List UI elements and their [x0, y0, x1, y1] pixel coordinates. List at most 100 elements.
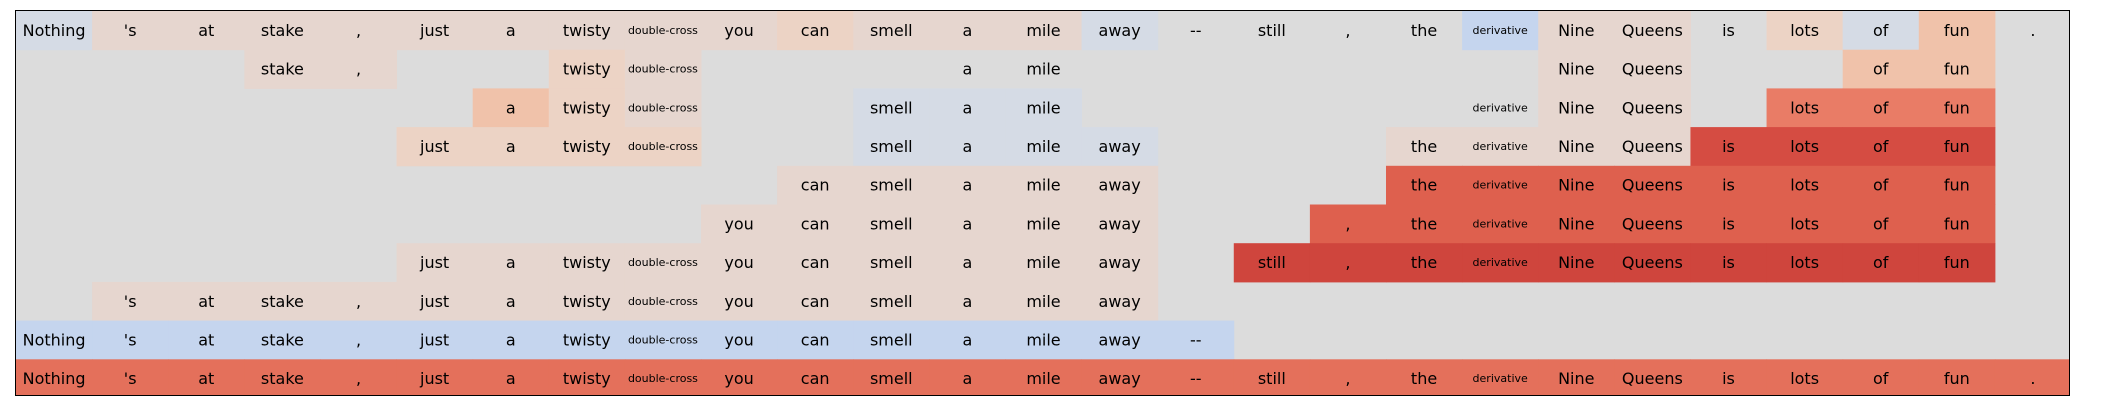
heat-cell-r4-c20 — [1538, 165, 1615, 205]
heat-cell-r2-c23 — [1766, 88, 1844, 128]
heat-cell-r9-c21 — [1614, 359, 1691, 395]
token-label-r1-c24: of — [1873, 60, 1889, 79]
token-label-r7-c2: at — [198, 292, 214, 311]
token-label-r0-c20: Nine — [1558, 21, 1594, 40]
heat-cell-r8-c5 — [396, 320, 474, 360]
token-label-r9-c3: stake — [261, 369, 304, 388]
token-label-r9-c14: away — [1099, 369, 1141, 388]
heat-cell-r0-c3 — [244, 11, 321, 51]
token-label-r2-c23: lots — [1790, 98, 1819, 117]
heat-cell-r1-c7 — [548, 49, 626, 89]
token-label-r7-c13: mile — [1026, 292, 1060, 311]
heat-cell-r9-c5 — [396, 359, 474, 395]
heat-cell-r6-c9 — [701, 243, 778, 283]
heat-cell-r6-c14 — [1081, 243, 1159, 283]
token-label-r9-c22: is — [1722, 369, 1735, 388]
heat-cell-r5-c24 — [1842, 204, 1920, 244]
token-label-r4-c21: Queens — [1622, 176, 1683, 195]
heat-cell-r0-c13 — [1005, 11, 1083, 51]
token-label-r8-c6: a — [506, 330, 516, 349]
token-label-r2-c7: twisty — [563, 98, 611, 117]
token-label-r0-c14: away — [1099, 21, 1141, 40]
token-label-r3-c11: smell — [870, 137, 913, 156]
token-label-r2-c8: double-cross — [628, 101, 698, 114]
heat-cell-r4-c12 — [929, 165, 1006, 205]
heat-cell-r3-c12 — [929, 127, 1006, 167]
heat-cell-r2-c25 — [1918, 88, 1996, 128]
heat-cell-r7-c1 — [92, 281, 169, 322]
token-label-r6-c10: can — [801, 253, 830, 272]
token-label-r9-c24: of — [1873, 369, 1889, 388]
token-label-r8-c8: double-cross — [628, 333, 698, 346]
heat-cell-r0-c20 — [1538, 11, 1615, 51]
token-label-r3-c12: a — [962, 137, 972, 156]
heat-cell-r2-c6 — [472, 88, 550, 128]
heat-cell-r0-c19 — [1462, 11, 1539, 51]
token-label-r9-c26: . — [2030, 369, 2035, 388]
heat-cell-r6-c23 — [1766, 243, 1844, 283]
token-label-r8-c1: 's — [124, 330, 137, 349]
token-label-r7-c7: twisty — [563, 292, 611, 311]
token-label-r0-c15: -- — [1190, 21, 1202, 40]
token-label-r6-c6: a — [506, 253, 516, 272]
token-label-r4-c13: mile — [1026, 176, 1060, 195]
token-label-r4-c25: fun — [1944, 176, 1970, 195]
heat-cell-r9-c16 — [1233, 359, 1311, 395]
token-label-r0-c13: mile — [1026, 21, 1060, 40]
token-label-r9-c4: , — [356, 369, 361, 388]
token-label-r4-c22: is — [1722, 176, 1735, 195]
heat-cell-r1-c8 — [624, 49, 702, 89]
heat-cell-r4-c25 — [1918, 165, 1996, 205]
heat-cell-r0-c9 — [701, 11, 778, 51]
token-label-r2-c11: smell — [870, 98, 913, 117]
token-label-r5-c14: away — [1099, 214, 1141, 233]
heat-cell-r4-c11 — [853, 165, 930, 205]
heat-cell-r3-c25 — [1918, 127, 1996, 167]
token-label-r5-c18: the — [1411, 214, 1437, 233]
token-label-r8-c3: stake — [261, 330, 304, 349]
token-label-r5-c19: derivative — [1473, 217, 1528, 230]
heat-cell-r8-c1 — [92, 320, 169, 360]
token-label-r4-c20: Nine — [1558, 176, 1594, 195]
token-label-r6-c5: just — [419, 253, 449, 272]
token-label-r7-c9: you — [724, 292, 753, 311]
heat-cell-r5-c19 — [1462, 204, 1539, 244]
heat-cell-r6-c18 — [1386, 243, 1463, 283]
heat-cell-r9-c6 — [472, 359, 550, 395]
heat-cell-r2-c21 — [1614, 88, 1691, 128]
token-label-r6-c17: , — [1345, 253, 1350, 272]
heat-cell-r6-c22 — [1690, 243, 1768, 283]
token-label-r0-c4: , — [356, 21, 361, 40]
token-label-r6-c25: fun — [1944, 253, 1970, 272]
token-label-r7-c4: , — [356, 292, 361, 311]
token-label-r0-c17: , — [1345, 21, 1350, 40]
token-label-r1-c4: , — [356, 60, 361, 79]
heat-cell-r5-c21 — [1614, 204, 1691, 244]
token-label-r3-c24: of — [1873, 137, 1889, 156]
token-label-r0-c10: can — [801, 21, 830, 40]
token-label-r7-c11: smell — [870, 292, 913, 311]
heat-cell-r5-c18 — [1386, 204, 1463, 244]
token-label-r5-c11: smell — [870, 214, 913, 233]
heat-cell-r2-c12 — [929, 88, 1006, 128]
token-label-r9-c11: smell — [870, 369, 913, 388]
heat-cell-r9-c11 — [853, 359, 930, 395]
token-label-r6-c7: twisty — [563, 253, 611, 272]
heat-cell-r7-c7 — [548, 281, 626, 322]
token-label-r0-c0: Nothing — [23, 21, 86, 40]
heat-cell-r3-c13 — [1005, 127, 1083, 167]
token-label-r6-c14: away — [1099, 253, 1141, 272]
heat-cell-r5-c23 — [1766, 204, 1844, 244]
token-label-r9-c21: Queens — [1622, 369, 1683, 388]
heat-cell-r3-c21 — [1614, 127, 1691, 167]
heat-cell-r1-c20 — [1538, 49, 1615, 89]
token-label-r4-c14: away — [1099, 176, 1141, 195]
token-label-r1-c12: a — [962, 60, 972, 79]
heat-cell-r5-c14 — [1081, 204, 1159, 244]
token-label-r0-c26: . — [2030, 21, 2035, 40]
heat-cell-r7-c8 — [624, 281, 702, 322]
token-label-r5-c24: of — [1873, 214, 1889, 233]
heat-cell-r9-c14 — [1081, 359, 1159, 395]
token-label-r0-c8: double-cross — [628, 24, 698, 37]
heat-cell-r8-c15 — [1157, 320, 1235, 360]
